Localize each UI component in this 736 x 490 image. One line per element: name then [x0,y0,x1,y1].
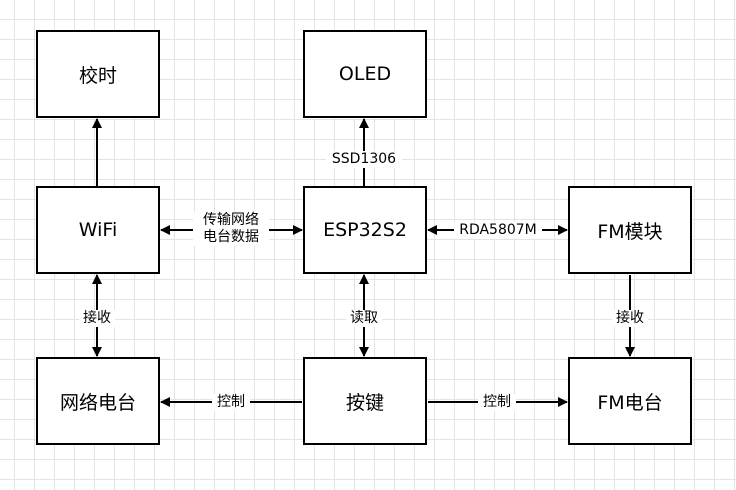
node-fm-module: FM模块 [568,186,692,274]
node-oled: OLED [303,30,427,118]
node-esp32s2: ESP32S2 [303,186,427,274]
edge-label-recv-left: 接收 [79,310,115,327]
edge-label-ctrl-right: 控制 [478,394,516,411]
node-keys: 按键 [303,357,427,445]
node-fm-radio: FM电台 [568,357,692,445]
node-jiaoshi: 校时 [36,30,160,118]
edge-label-rda5807m: RDA5807M [454,222,542,239]
edge-label-read: 读取 [346,310,382,327]
edge-label-transfer: 传输网络 电台数据 [193,212,269,246]
edge-label-ctrl-left: 控制 [212,394,250,411]
node-net-radio: 网络电台 [36,357,160,445]
edge-label-transfer-line1: 传输网络 [203,212,259,228]
edge-label-recv-right: 接收 [612,310,648,327]
edge-label-transfer-line2: 电台数据 [203,229,259,245]
edge-label-ssd1306: SSD1306 [326,151,402,168]
node-wifi: WiFi [36,186,160,274]
